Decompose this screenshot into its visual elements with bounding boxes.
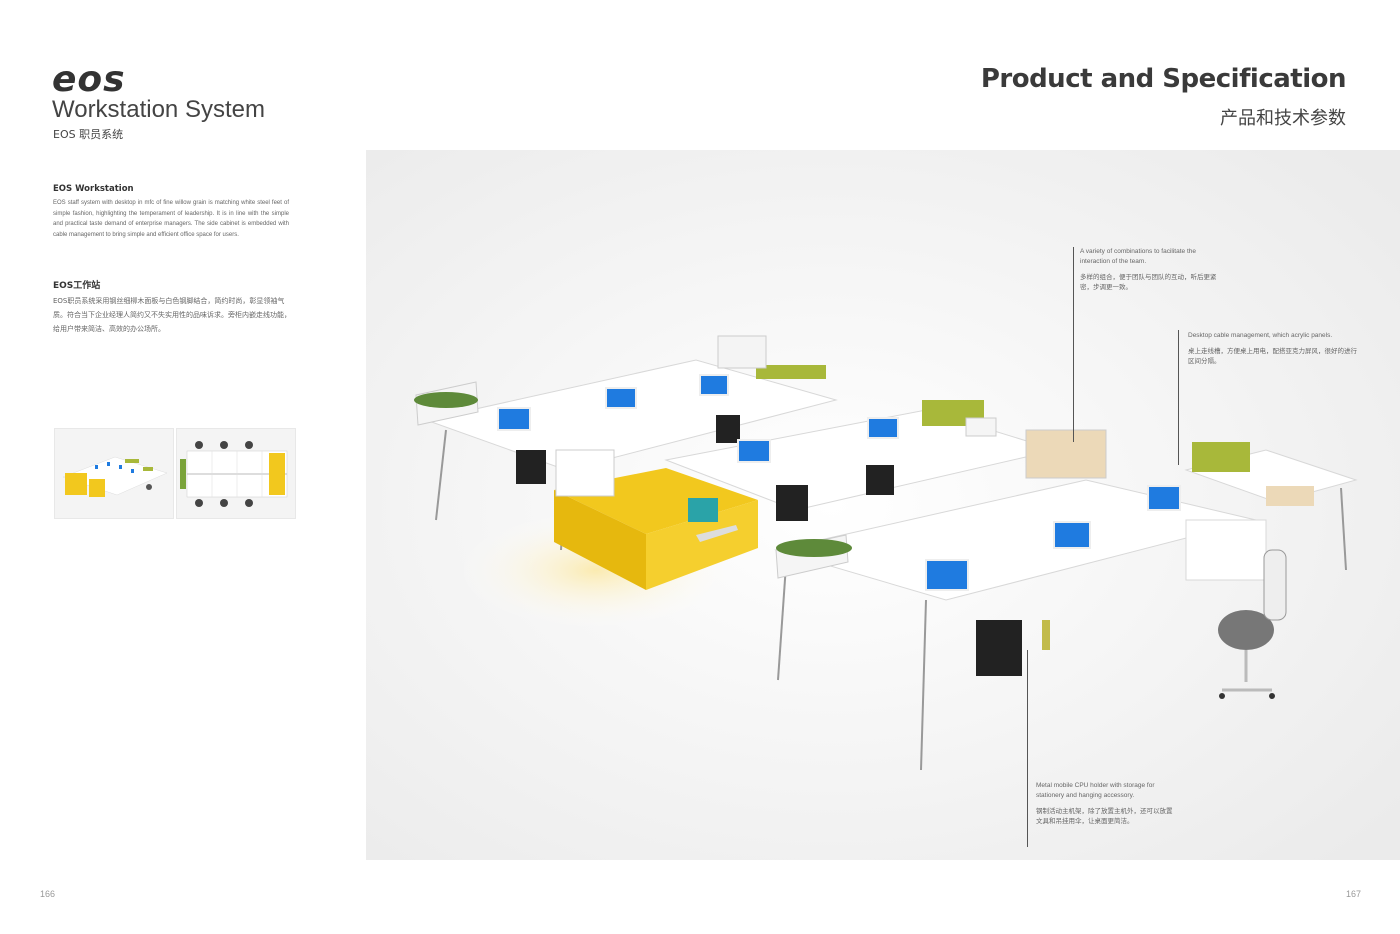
brand-logo: eos [52, 62, 126, 98]
section-body-cn: EOS职员系统采用钢丝细柳木面板与白色钢脚结合，简约时尚，彰显领袖气质。符合当下… [53, 297, 291, 333]
section-body-en: EOS staff system with desktop in mfc of … [53, 200, 289, 238]
product-subtitle-en: Workstation System [52, 96, 265, 123]
annotation-combinations-cn: 多样的组合，便于团队与团队的互动，听后更紧密，步调更一致。 [1080, 273, 1217, 291]
thumbnail-perspective-view [54, 428, 174, 519]
annotation-combinations-en: A variety of combinations to facilitate … [1080, 248, 1196, 265]
annotation-leader-line [1073, 247, 1074, 442]
section-title-cn: EOS工作站 [53, 281, 101, 291]
section-title-en: EOS Workstation [53, 184, 134, 194]
annotation-leader-line [1178, 330, 1179, 465]
annotation-cable-management-en: Desktop cable management, which acrylic … [1188, 332, 1333, 339]
annotation-cpu-holder-en: Metal mobile CPU holder with storage for… [1036, 782, 1155, 799]
product-subtitle-cn: EOS 职员系统 [53, 128, 124, 141]
annotation-combinations: A variety of combinations to facilitate … [1080, 247, 1220, 292]
page-title-cn: 产品和技术参数 [1220, 108, 1346, 129]
page-number-left: 166 [40, 889, 56, 899]
annotation-leader-line [1027, 650, 1028, 847]
annotation-cpu-holder: Metal mobile CPU holder with storage for… [1036, 781, 1176, 826]
workstation-render [366, 150, 1400, 860]
annotation-cable-management-cn: 桌上走线槽，方便桌上用电，配搭亚克力屏风，很好的进行区间分隔。 [1188, 347, 1357, 365]
thumbnail-top-view [176, 428, 296, 519]
annotation-cable-management: Desktop cable management, which acrylic … [1188, 331, 1358, 366]
page-number-right: 167 [1346, 889, 1362, 899]
logo-text: eos [52, 59, 126, 100]
annotation-cpu-holder-cn: 钢制活动主机架，除了放置主机外，还可以放置文具和吊挂用伞，让桌面更简洁。 [1036, 807, 1173, 825]
page-title: Product and Specification [980, 64, 1347, 94]
